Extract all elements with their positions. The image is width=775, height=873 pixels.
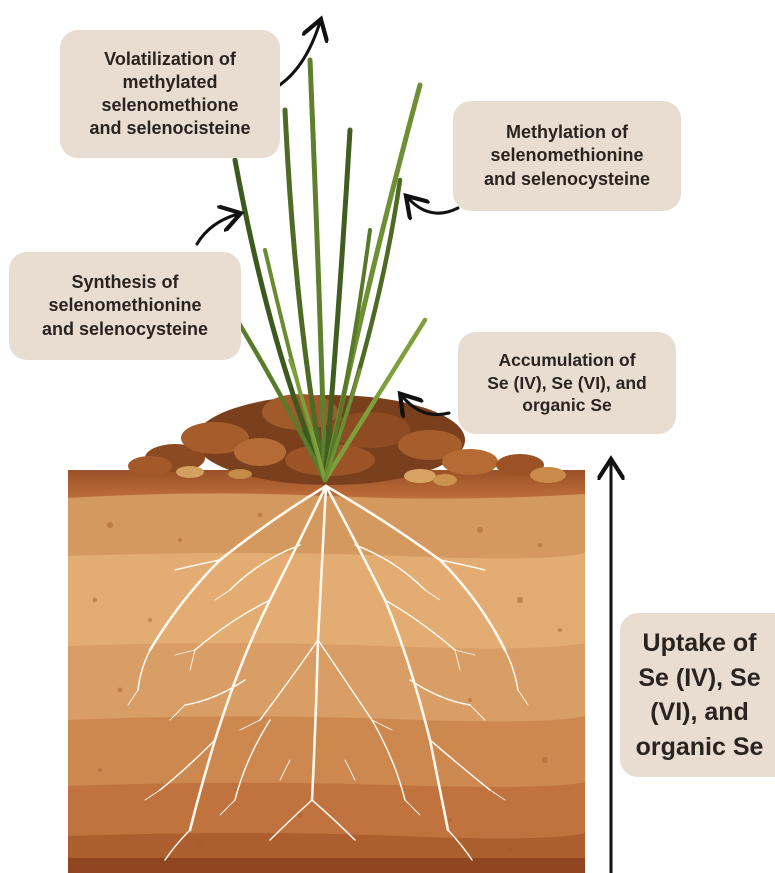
accumulation-line-2: Se (IV), Se (VI), and [487, 372, 646, 394]
uptake-label: Uptake of Se (IV), Se (VI), and organic … [620, 613, 775, 777]
volatilization-line-1: Volatilization of [104, 48, 236, 71]
volatilization-line-4: and selenocisteine [89, 117, 250, 140]
soil-bottom-band [68, 858, 585, 873]
accumulation-line-1: Accumulation of [498, 349, 635, 371]
soil-layer-3 [68, 553, 585, 650]
methylation-label: Methylation of selenomethionine and sele… [453, 101, 681, 211]
uptake-line-1: Uptake of [643, 626, 757, 661]
accumulation-line-3: organic Se [522, 394, 611, 416]
soil-layer-2 [68, 493, 585, 560]
methylation-line-1: Methylation of [506, 121, 628, 144]
volatilization-line-2: methylated [122, 71, 217, 94]
synthesis-label: Synthesis of selenomethionine and seleno… [9, 252, 241, 360]
soil-layer-5 [68, 716, 585, 790]
methylation-line-2: selenomethionine [490, 144, 643, 167]
synthesis-line-3: and selenocysteine [42, 318, 208, 341]
uptake-line-3: (VI), and [650, 695, 749, 730]
soil-layer-6 [68, 782, 585, 840]
synthesis-line-2: selenomethionine [48, 294, 201, 317]
uptake-line-2: Se (IV), Se [638, 661, 760, 696]
synthesis-arrow-icon [197, 214, 238, 244]
uptake-line-4: organic Se [636, 730, 764, 765]
methylation-arrow-icon [408, 198, 458, 213]
methylation-line-3: and selenocysteine [484, 168, 650, 191]
volatilization-label: Volatilization of methylated selenomethi… [60, 30, 280, 158]
accumulation-label: Accumulation of Se (IV), Se (VI), and or… [458, 332, 676, 434]
synthesis-line-1: Synthesis of [71, 271, 178, 294]
volatilization-line-3: selenomethione [101, 94, 238, 117]
